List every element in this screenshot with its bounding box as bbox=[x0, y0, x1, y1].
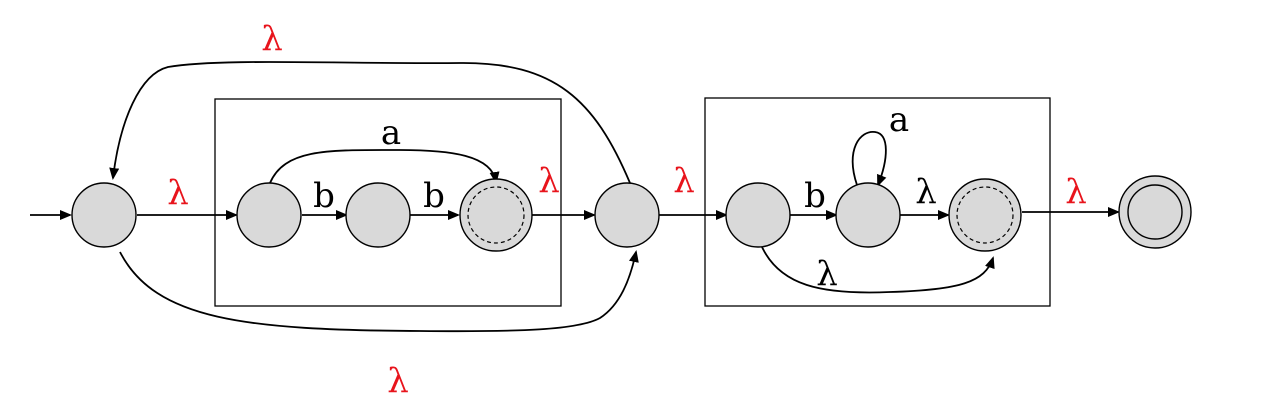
state-box1-accept bbox=[459, 178, 533, 252]
label-loop-a: a bbox=[889, 100, 909, 140]
label-outer-top-lambda: λ bbox=[261, 19, 283, 59]
state-box1-middle bbox=[345, 182, 411, 248]
state-box2-accept bbox=[948, 178, 1022, 252]
label-outer-bottom-lambda: λ bbox=[387, 361, 409, 401]
state-start bbox=[71, 182, 137, 248]
edge-outer-bypass-bottom bbox=[119, 250, 639, 333]
edge-box2-lambda-bottom bbox=[761, 246, 995, 294]
state-box1-entry bbox=[236, 182, 302, 248]
label-box2-b: b bbox=[804, 176, 826, 216]
state-between-boxes bbox=[594, 182, 660, 248]
state-box2-loop bbox=[835, 182, 901, 248]
label-box2-lambda-bottom: λ bbox=[816, 254, 838, 294]
label-into-box2-lambda: λ bbox=[673, 161, 695, 201]
second-subautomaton-box bbox=[704, 97, 1051, 307]
edge-outer-loop-top bbox=[109, 61, 631, 184]
state-final-accept bbox=[1118, 175, 1192, 249]
label-box1-out-lambda: λ bbox=[538, 161, 560, 201]
label-b1: b bbox=[313, 176, 335, 216]
first-subautomaton-box bbox=[214, 98, 562, 307]
label-b2: b bbox=[423, 176, 445, 216]
label-into-box1-lambda: λ bbox=[167, 173, 189, 213]
label-box2-lambda-mid: λ bbox=[915, 172, 937, 212]
state-box2-entry bbox=[725, 182, 791, 248]
label-to-final-lambda: λ bbox=[1065, 172, 1087, 212]
label-a-skip: a bbox=[381, 113, 401, 153]
edge-self-loop-a bbox=[851, 131, 887, 187]
edge-a-skip bbox=[269, 149, 500, 184]
